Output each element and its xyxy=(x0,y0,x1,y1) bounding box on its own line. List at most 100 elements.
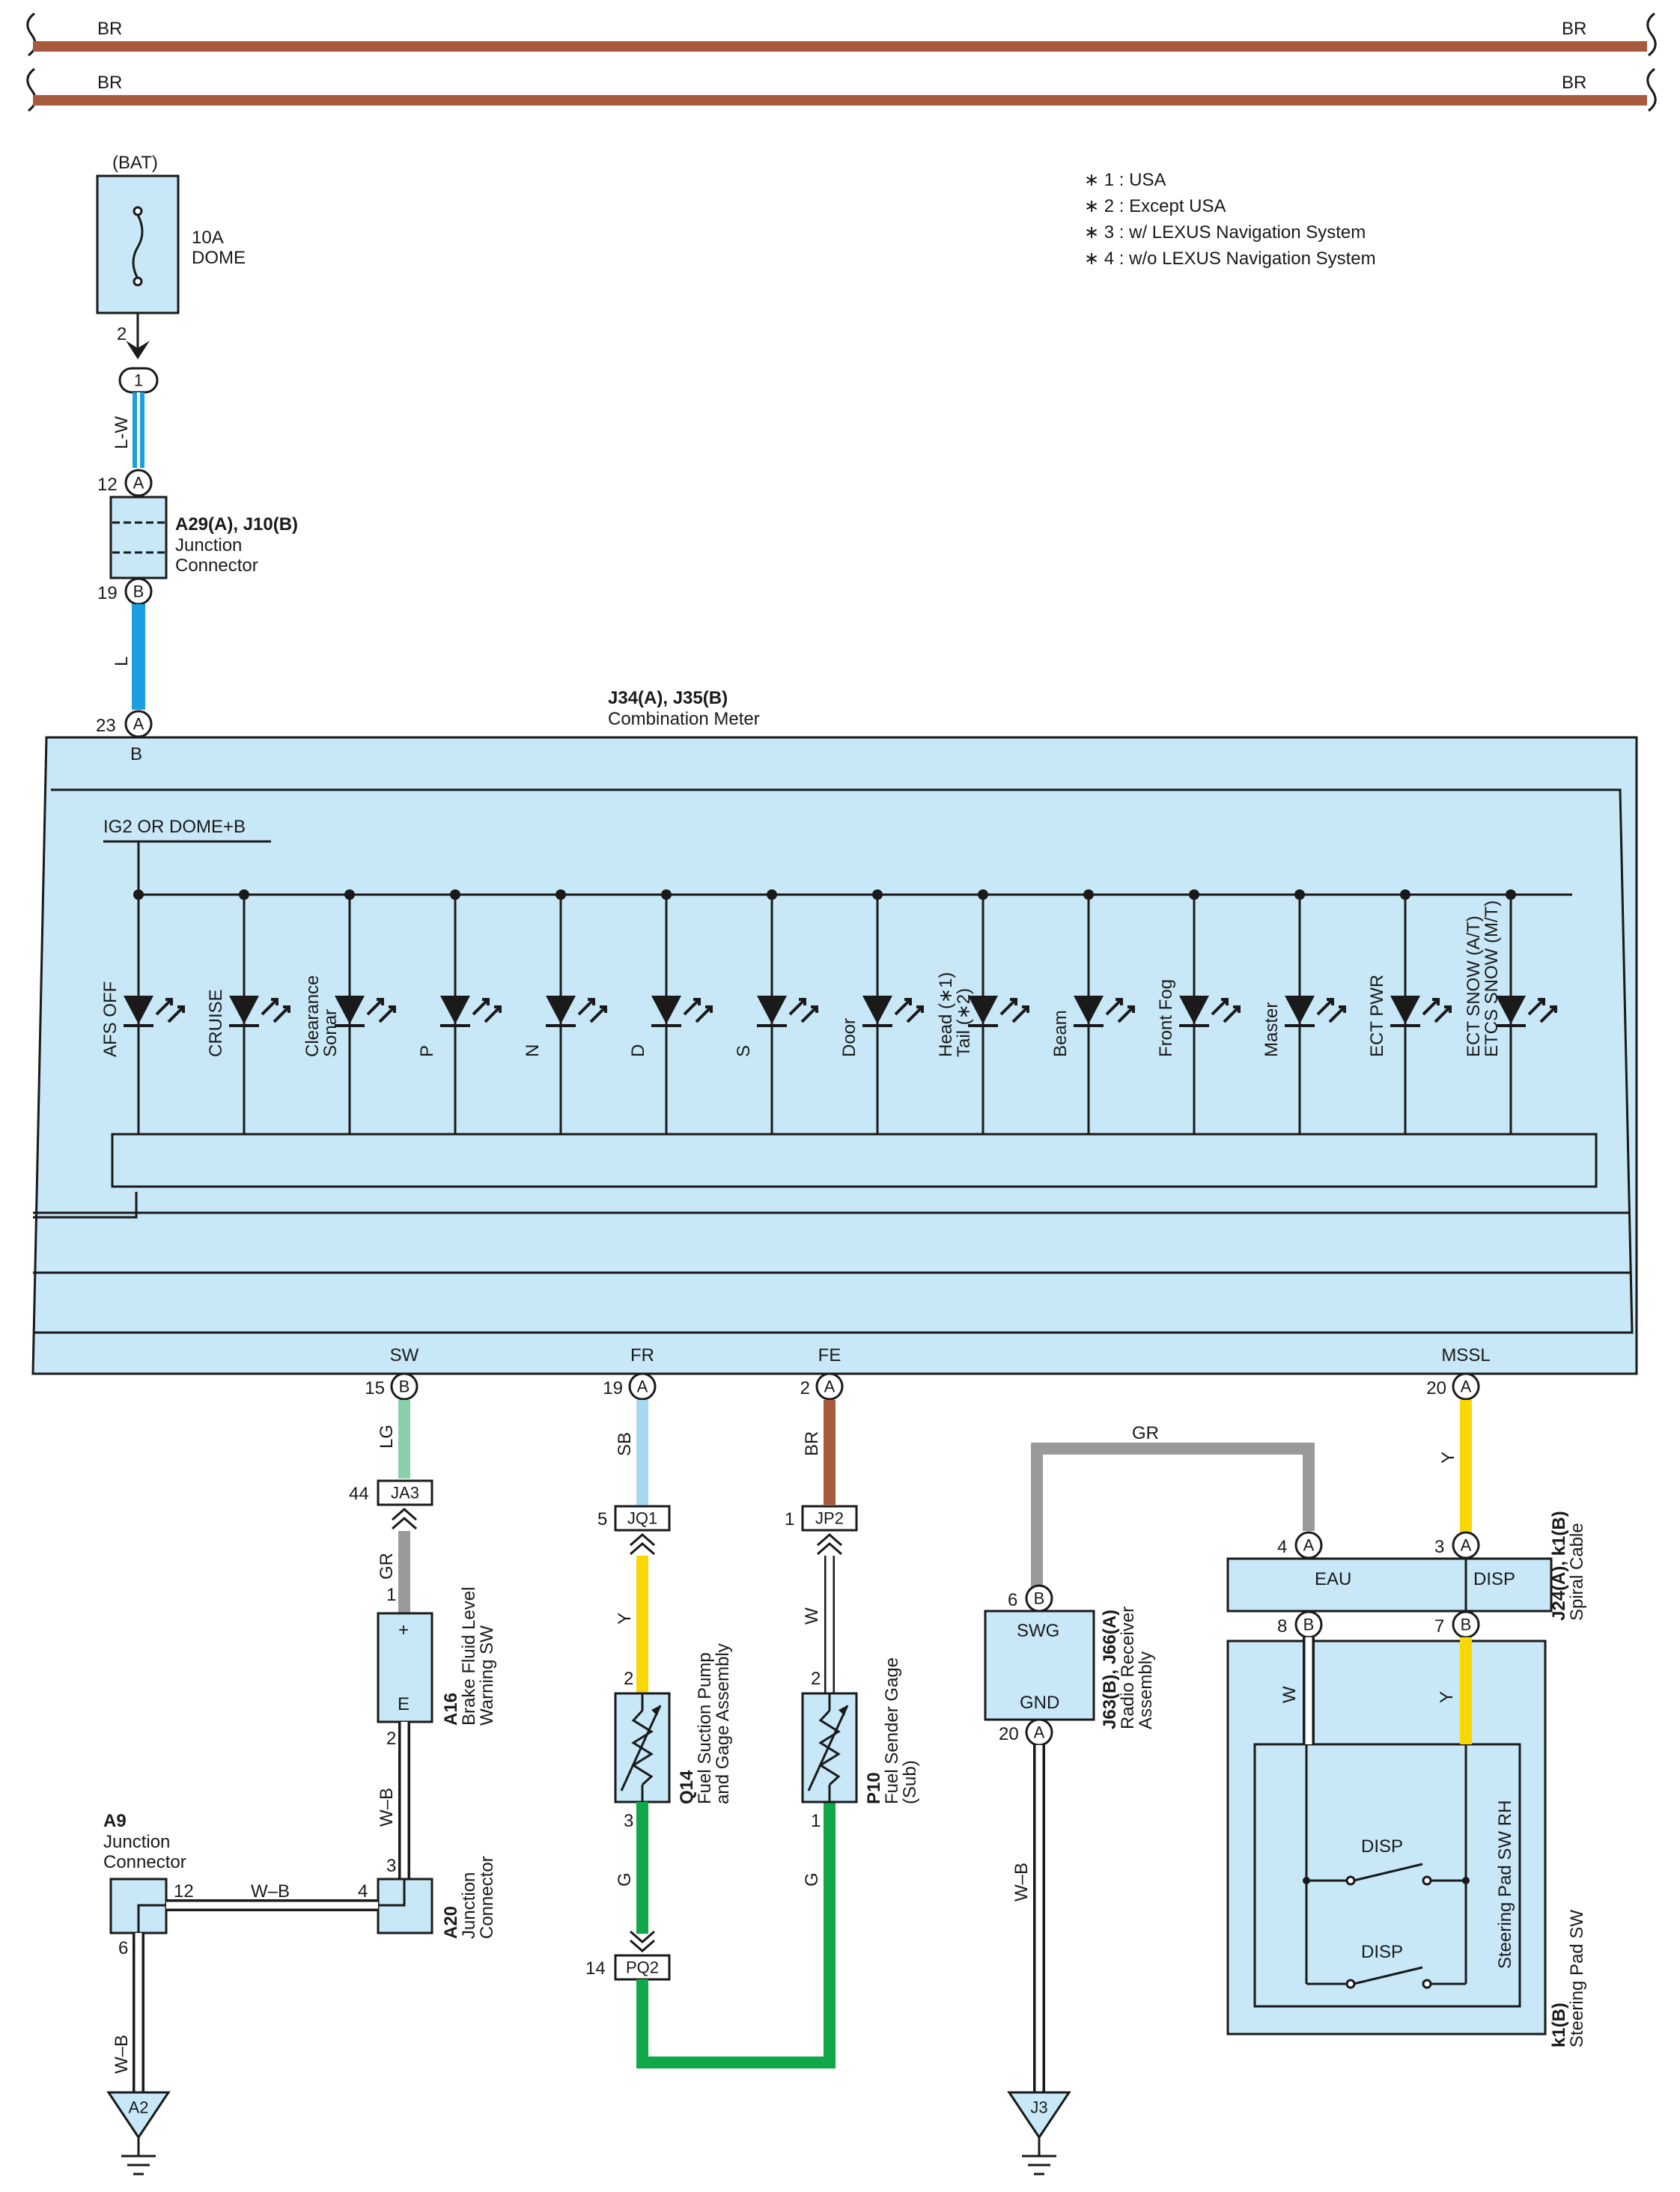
svg-text:A: A xyxy=(1303,1536,1315,1555)
spiral-pin-left-bottom-num: 8 xyxy=(1277,1616,1287,1637)
top-wire-label-left-a: BR xyxy=(97,19,122,39)
svg-text:B: B xyxy=(1461,1616,1472,1634)
fuel-pump: SB JQ1 5 Y 2 3 G PQ2 14 Q14 Fuel Suction… xyxy=(585,1400,836,2068)
a9-wire-v: W–B xyxy=(112,2035,132,2074)
svg-text:J3: J3 xyxy=(1030,2098,1047,2117)
brake-code: A16 xyxy=(441,1693,461,1726)
a9-pin-bottom: 6 xyxy=(118,1938,128,1958)
meter-name: Combination Meter xyxy=(608,709,760,729)
fuse-dome: (BAT) 10A DOME 2 1 xyxy=(96,153,246,394)
junction1-line1: Junction xyxy=(175,535,242,555)
brake-wire-mid: GR xyxy=(377,1553,397,1580)
junction1-pin-bottom-num: 19 xyxy=(97,583,118,603)
lamp-12: ECT PWR xyxy=(1367,889,1452,1134)
svg-text:JP2: JP2 xyxy=(815,1509,844,1528)
lamp-11: Master xyxy=(1261,889,1346,1134)
lamp-8: Head (∗1)Tail (∗2) xyxy=(936,889,1029,1134)
sender-name2: (Sub) xyxy=(900,1760,920,1804)
brake-wire-top: LG xyxy=(377,1425,397,1449)
brake-connector xyxy=(377,1479,433,1506)
a20-pin-top: 3 xyxy=(386,1856,396,1876)
lamp-4: N xyxy=(523,889,607,1134)
radio-name1: Radio Receiver xyxy=(1118,1607,1138,1729)
a9-wire-h: W–B xyxy=(251,1881,290,1902)
junction1-title: A29(A), J10(B) xyxy=(175,514,298,535)
sender-wire-top: BR xyxy=(802,1431,822,1456)
pump-pin-top: 2 xyxy=(624,1669,633,1689)
brake-minus: E xyxy=(398,1694,410,1714)
radio-name2: Assembly xyxy=(1136,1651,1156,1729)
radio-term-bottom: GND xyxy=(1020,1693,1059,1713)
pump-pin-bottom: 3 xyxy=(624,1811,633,1831)
brake-conn-pin: 44 xyxy=(349,1484,369,1504)
wire-l-w: L-W xyxy=(112,392,144,468)
note-4: ∗ 4 : w/o LEXUS Navigation System xyxy=(1084,249,1376,269)
lamp-label-1-0: CRUISE xyxy=(206,989,226,1057)
spiral-name: Spiral Cable xyxy=(1567,1523,1587,1621)
brake-name1: Brake Fluid Level xyxy=(459,1587,479,1726)
junction1-pin-top xyxy=(124,469,153,497)
sender-pin-bottom: 1 xyxy=(811,1811,821,1831)
lamp-label-6-0: S xyxy=(734,1045,754,1057)
radio-pin-bottom-num: 20 xyxy=(999,1724,1019,1744)
a9-name1: Junction xyxy=(103,1832,170,1852)
notes-legend: ∗ 1 : USA ∗ 2 : Except USA ∗ 3 : w/ LEXU… xyxy=(1084,170,1376,269)
terminal-label-1: FR xyxy=(630,1345,654,1366)
svg-text:A: A xyxy=(133,474,144,493)
lamp-label-5-0: D xyxy=(628,1044,648,1057)
fuse-name: DOME xyxy=(192,248,246,268)
wire-label-l: L xyxy=(112,657,132,666)
lamp-label-10-0: Front Fog xyxy=(1156,979,1176,1057)
note-1: ∗ 1 : USA xyxy=(1084,170,1166,190)
lamp-label-13-0: ECT SNOW (A/T) xyxy=(1464,916,1484,1057)
brake-name2: Warning SW xyxy=(477,1625,497,1726)
combination-meter: J34(A), J35(B) Combination Meter A 23 B … xyxy=(31,688,1638,1401)
lamp-0: AFS OFF xyxy=(100,889,185,1134)
brake-wire-bottom: W–B xyxy=(377,1788,397,1827)
steering-wire-w: W xyxy=(1279,1686,1300,1703)
top-wire-label-right-a: BR xyxy=(1562,19,1586,39)
lamp-label-2-0: Clearance xyxy=(302,975,323,1057)
spiral-box xyxy=(1226,1557,1553,1613)
svg-text:B: B xyxy=(1303,1616,1315,1634)
fuel-sender: BR JP2 1 W 2 1 G P10 Fuel Sender Gage (S… xyxy=(785,1400,920,1887)
pump-wire-mid: Y xyxy=(615,1613,635,1625)
brake-pin-bottom: 2 xyxy=(386,1729,396,1749)
steering-inner-box xyxy=(1253,1743,1521,2008)
lamp-7: Door xyxy=(839,889,924,1134)
brake-fluid-switch: LG JA3 44 GR 1 + E 2 W–B A16 Brake Fluid… xyxy=(349,1400,497,1879)
pump-conn-pin: 5 xyxy=(597,1509,607,1529)
a20-code: A20 xyxy=(441,1906,461,1939)
steering-pad-switch: W Y DISP DISP Steering Pad SW RH k1(B) S… xyxy=(1226,1637,1587,2048)
svg-text:A: A xyxy=(133,715,144,734)
lamp-label-0-0: AFS OFF xyxy=(100,981,121,1057)
radio-term-top: SWG xyxy=(1017,1621,1059,1641)
terminal-pin-0 xyxy=(390,1372,419,1401)
pump-wire-bottom: G xyxy=(615,1872,635,1887)
junction1-line2: Connector xyxy=(175,555,258,576)
lamp-6: S xyxy=(734,889,818,1134)
sender-connector xyxy=(801,1505,858,1532)
svg-text:JQ1: JQ1 xyxy=(627,1509,657,1528)
a20-name2: Connector xyxy=(477,1856,497,1939)
note-3: ∗ 3 : w/ LEXUS Navigation System xyxy=(1084,222,1366,243)
a20-pin-left: 4 xyxy=(358,1881,368,1902)
pump-connector xyxy=(614,1505,671,1532)
meter-pin-in-num: 23 xyxy=(96,716,116,736)
junction1-pin-top-num: 12 xyxy=(97,475,118,495)
lamp-label-12-0: ECT PWR xyxy=(1367,975,1387,1057)
junction-a29-j10: A 12 B 19 A29(A), J10(B) Junction Connec… xyxy=(97,469,298,606)
lamp-5: D xyxy=(628,889,713,1134)
steering-code: k1(B) xyxy=(1549,2003,1569,2048)
meter-ground-bus xyxy=(111,1133,1598,1188)
svg-text:PQ2: PQ2 xyxy=(626,1958,659,1977)
ground-a2 xyxy=(106,2091,171,2140)
spiral-wire-y-top: Y xyxy=(1438,1452,1458,1464)
sender-conn-pin: 1 xyxy=(785,1509,794,1529)
